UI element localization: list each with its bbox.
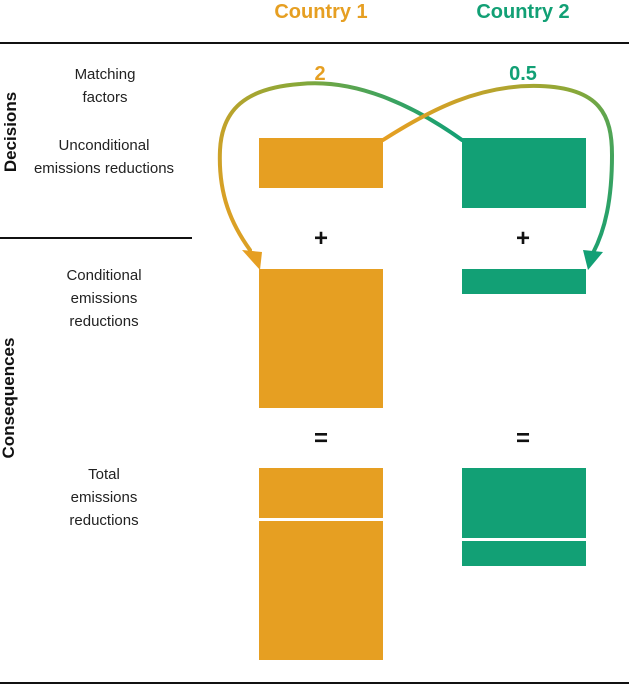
total-reductions-label: Total emissions reductions (69, 466, 139, 529)
arrow-country2-to-country1 (217, 81, 464, 252)
country2-conditional-bar (462, 269, 586, 294)
bottom-rule (0, 682, 629, 684)
section-divider-rule (0, 237, 192, 239)
country1-unconditional-bar (259, 138, 383, 188)
country2-equals-sign: = (515, 425, 530, 452)
country2-unconditional-bar (462, 138, 586, 208)
country1-equals-sign: = (313, 425, 328, 452)
arrow-head-country1 (242, 250, 262, 270)
country2-total-conditional-segment (462, 541, 586, 566)
arrow-country1-to-country2 (381, 83, 615, 255)
top-rule (0, 42, 629, 44)
unconditional-reductions-label: Unconditional emissions reductions (33, 137, 175, 177)
country2-plus-sign: + (515, 225, 530, 252)
country1-total-unconditional-segment (259, 468, 383, 518)
country1-plus-sign: + (313, 225, 328, 252)
country1-conditional-bar (259, 269, 383, 408)
country2-total-divider (462, 538, 586, 541)
country1-matching-factor: 2 (314, 63, 326, 85)
arrow-head-country2 (583, 250, 603, 270)
matching-factors-label: Matching factors (74, 66, 136, 106)
country2-matching-factor: 0.5 (509, 63, 537, 85)
country1-total-divider (259, 518, 383, 521)
conditional-reductions-label: Conditional emissions reductions (66, 267, 142, 330)
country1-total-conditional-segment (259, 521, 383, 660)
country2-header: Country 2 (476, 1, 570, 23)
country2-total-unconditional-segment (462, 468, 586, 538)
country1-header: Country 1 (274, 1, 368, 23)
